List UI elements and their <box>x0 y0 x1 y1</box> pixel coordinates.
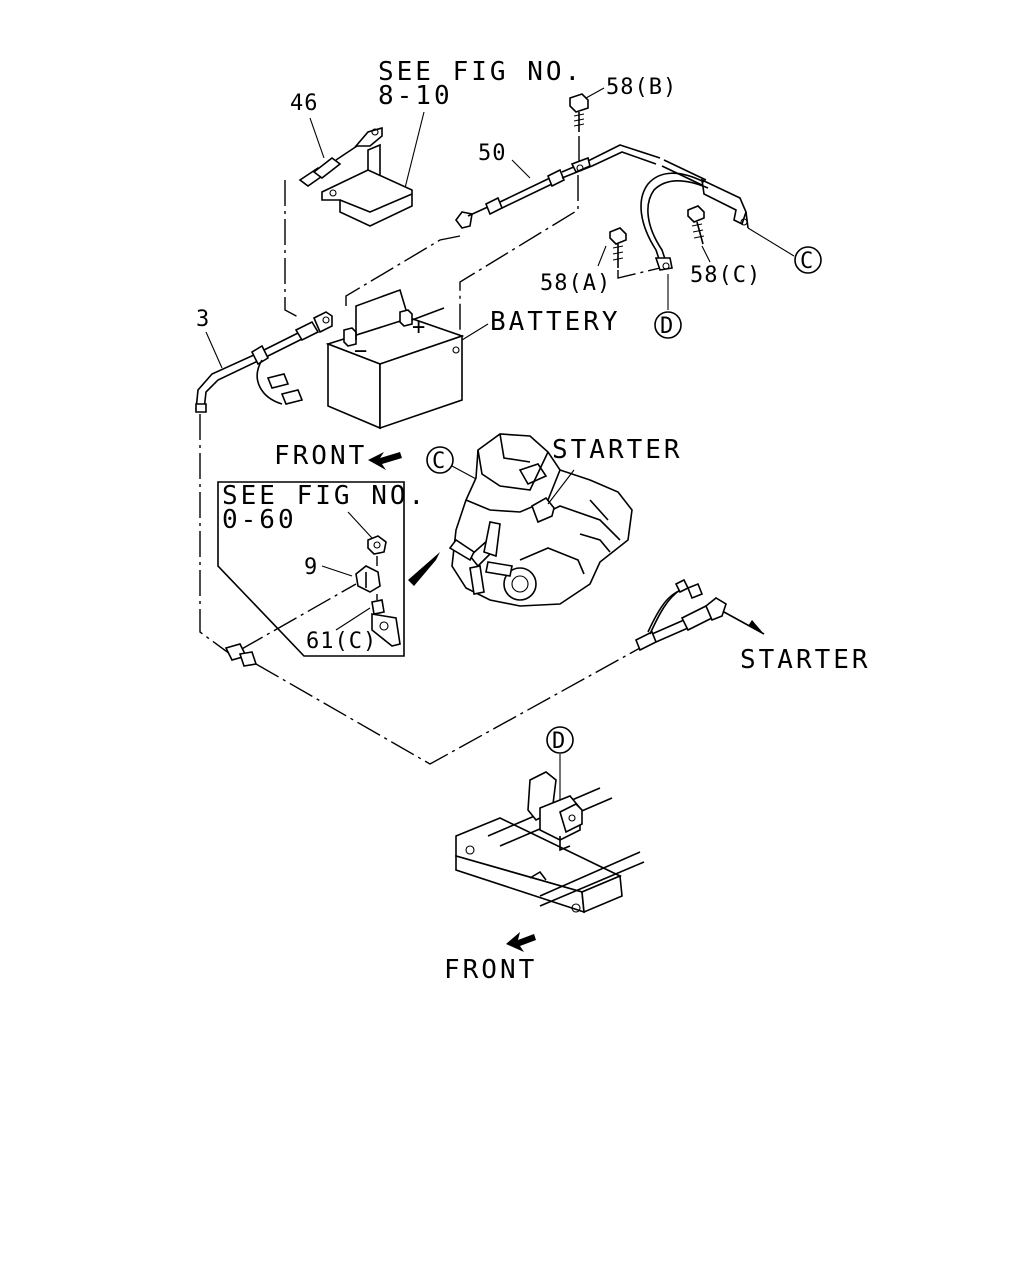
leader-battery <box>461 323 489 341</box>
callout-d-frame: D <box>552 729 566 754</box>
callout-d-mid-circle <box>654 311 682 339</box>
battery-minus-sign: − <box>354 339 368 364</box>
see-fig-top-line2: 8-10 <box>378 81 453 111</box>
dash-58a <box>617 267 661 279</box>
starter-cable-end <box>634 578 727 652</box>
see-fig-detail-box <box>217 481 405 657</box>
battery-plus-sign: + <box>412 315 426 340</box>
label-part-61c: 61(C) <box>306 629 377 654</box>
front-arrow-bottom <box>506 932 536 952</box>
see-fig-box-line1: SEE FIG NO. <box>222 481 427 511</box>
dash-46-to-3 <box>284 180 301 319</box>
see-fig-top-line1: SEE FIG NO. <box>378 57 583 87</box>
bolt-58c <box>687 205 705 245</box>
leader-9 <box>321 565 353 577</box>
label-part-9: 9 <box>304 555 318 580</box>
label-starter-cable: STARTER <box>740 645 871 675</box>
engine-with-starter <box>448 433 633 607</box>
label-part-50: 50 <box>478 141 507 166</box>
label-part-58a: 58(A) <box>540 271 611 296</box>
dash-3-down <box>199 414 231 655</box>
leader-starter-engine <box>547 469 575 505</box>
label-front-top: FRONT <box>274 441 367 471</box>
callout-d-frame-circle <box>546 726 574 754</box>
callout-c-right: C <box>800 249 814 274</box>
dash-cable-to-starter <box>255 647 641 765</box>
cable-connector-lower <box>224 643 258 667</box>
leader-58b <box>585 87 605 99</box>
leader-58c <box>701 245 711 263</box>
chassis-frame <box>455 771 645 914</box>
label-part-3: 3 <box>196 307 210 332</box>
starter-arrow-head <box>748 620 764 634</box>
see-fig-top-leader <box>403 111 425 193</box>
battery <box>325 288 465 430</box>
label-part-58b: 58(B) <box>606 75 677 100</box>
battery-bracket <box>321 143 413 227</box>
callout-c-engine: C <box>432 449 446 474</box>
front-arrow-top <box>368 452 402 470</box>
leader-61c <box>335 607 371 631</box>
label-battery: BATTERY <box>490 307 621 337</box>
leader-46 <box>309 117 325 159</box>
label-part-58c: 58(C) <box>690 263 761 288</box>
detail-arrow <box>408 552 440 586</box>
callout-c-right-circle <box>794 246 822 274</box>
bolt-58b <box>569 93 589 132</box>
callout-c-engine-circle <box>426 446 454 474</box>
leader-3 <box>205 331 223 369</box>
see-fig-box-line2: 0-60 <box>222 505 297 535</box>
cable-50 <box>455 144 661 229</box>
detail-hardware <box>347 511 401 647</box>
label-front-bottom: FRONT <box>444 955 537 985</box>
dash-detail-to-cable <box>239 583 357 651</box>
dash-50-to-battery <box>459 175 579 330</box>
cable-3 <box>195 311 333 413</box>
label-starter-engine: STARTER <box>552 435 683 465</box>
ground-cable-right <box>640 159 749 271</box>
dash-battery-to-50 <box>345 235 461 306</box>
leader-50 <box>511 159 531 179</box>
callout-d-mid: D <box>660 314 674 339</box>
leader-callout-c-right <box>747 227 795 257</box>
bolt-58a <box>609 227 627 268</box>
label-part-46: 46 <box>290 91 319 116</box>
cable-46 <box>298 126 383 187</box>
leader-58a <box>597 245 607 267</box>
leader-callout-c-engine <box>451 465 479 481</box>
